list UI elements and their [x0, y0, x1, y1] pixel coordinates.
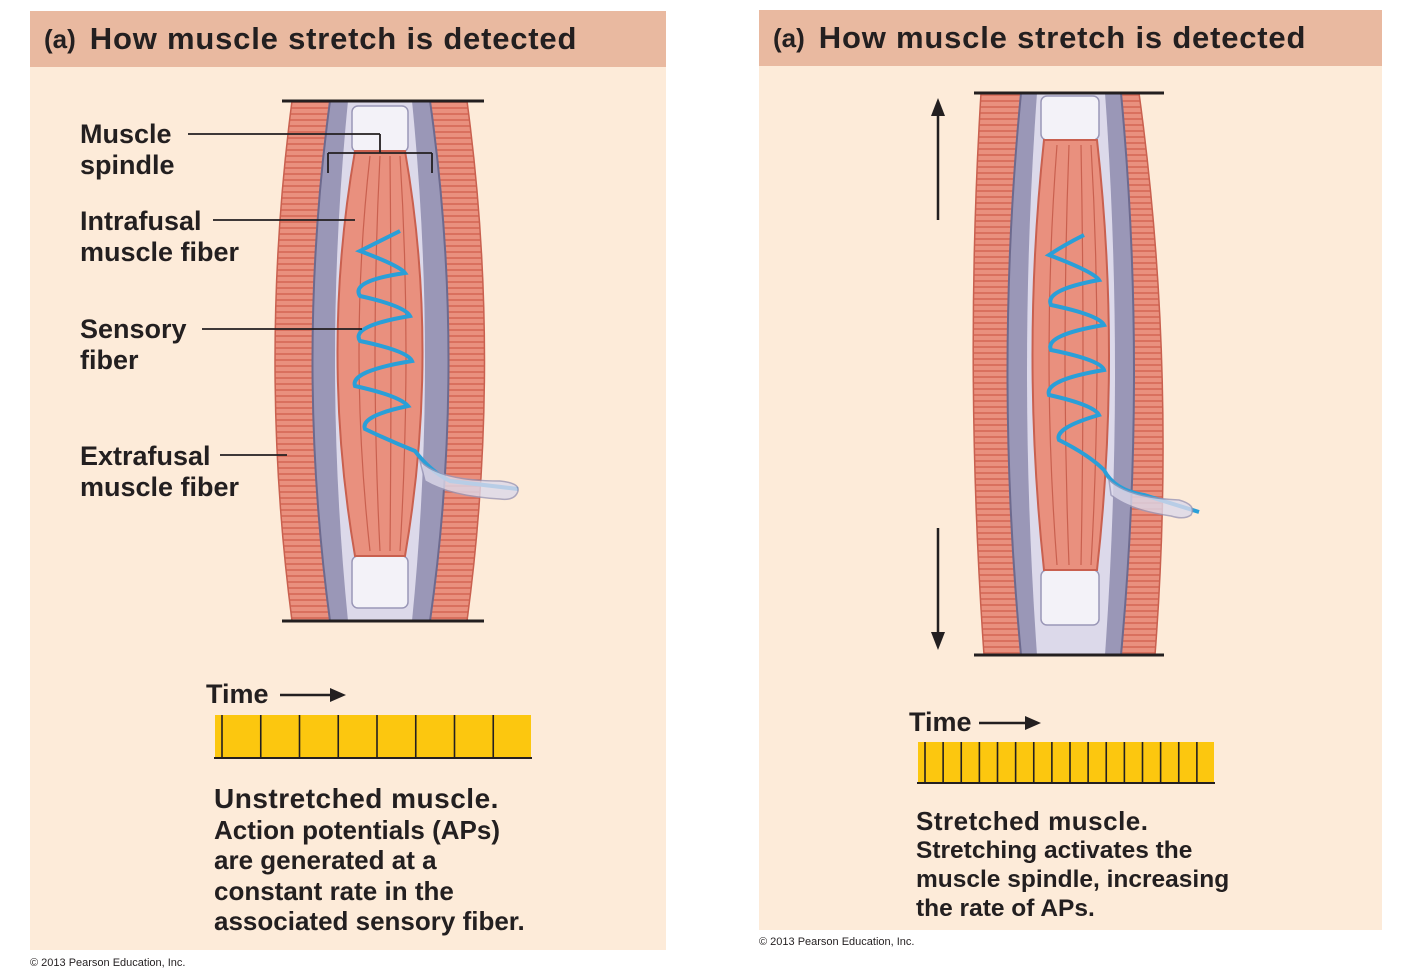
stretch-arrow-up-icon [931, 98, 945, 220]
label-muscle-spindle: Muscle spindle [80, 119, 175, 180]
right-panel: (a) How muscle stretch is detected [759, 10, 1382, 930]
intrafusal-fiber [336, 150, 424, 557]
panel-title: How muscle stretch is detected [818, 20, 1307, 55]
panel-tag: (a) [773, 22, 805, 53]
caption-left: Unstretched muscle. Action potentials (A… [214, 783, 525, 936]
stretched-spindle-illustration [931, 91, 1200, 657]
left-panel-header: (a) How muscle stretch is detected [30, 11, 666, 67]
time-arrow-icon [979, 716, 1041, 730]
caption-right: Stretched muscle. Stretching activates t… [916, 806, 1230, 923]
copyright-right: © 2013 Pearson Education, Inc. [759, 936, 915, 948]
ap-bar-background [918, 742, 1214, 782]
time-label: Time [909, 707, 972, 737]
left-panel: (a) How muscle stretch is detected [30, 11, 666, 950]
right-panel-header: (a) How muscle stretch is detected [759, 10, 1382, 66]
panel-tag: (a) [44, 23, 76, 54]
ap-trace-left [214, 715, 532, 759]
caption-head: Unstretched muscle. [214, 783, 499, 814]
ap-trace-right [917, 742, 1215, 784]
muscle-spindle-illustration [188, 99, 519, 623]
label-sensory-fiber: Sensory fiber [80, 314, 187, 375]
label-extrafusal: Extrafusal muscle fiber [80, 441, 240, 502]
copyright-left: © 2013 Pearson Education, Inc. [30, 957, 186, 969]
ap-bar-background [215, 715, 531, 757]
time-label: Time [206, 679, 269, 709]
stretch-arrow-down-icon [931, 528, 945, 650]
sensory-fiber [352, 229, 519, 491]
time-arrow-icon [280, 688, 346, 702]
caption-head: Stretched muscle. [916, 806, 1149, 836]
panel-title: How muscle stretch is detected [89, 21, 578, 56]
label-intrafusal: Intrafusal muscle fiber [80, 206, 240, 267]
